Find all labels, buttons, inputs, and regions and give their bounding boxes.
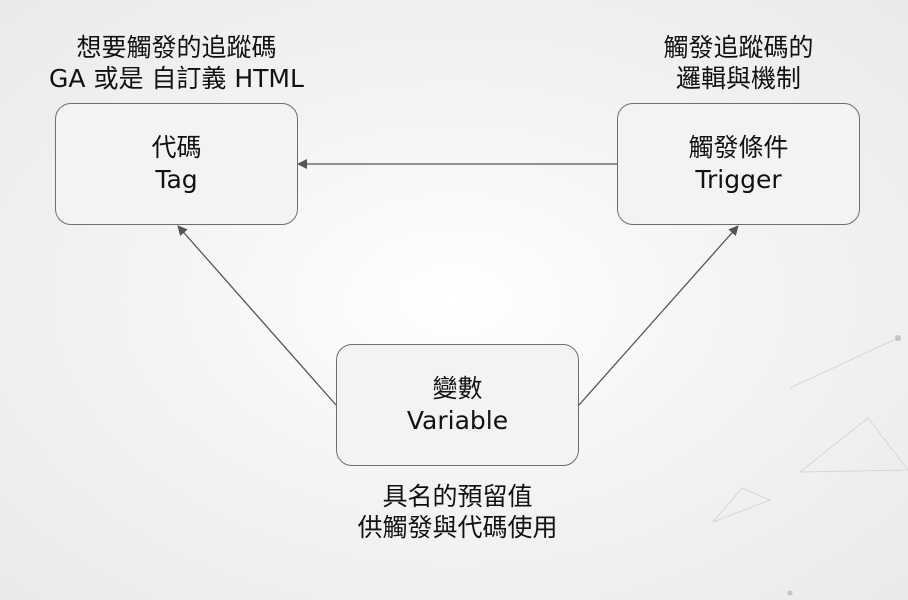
node-trigger-subtitle: Trigger bbox=[695, 165, 782, 194]
decor-triangle bbox=[712, 487, 772, 523]
node-variable-subtitle: Variable bbox=[406, 406, 509, 435]
arrow-variable-to-trigger bbox=[578, 225, 739, 406]
caption-variable-line1: 具名的預留值 bbox=[382, 482, 533, 511]
caption-variable-line2: 供觸發與代碼使用 bbox=[357, 513, 558, 542]
caption-trigger-line2: 邏輯與機制 bbox=[675, 64, 801, 93]
node-tag-subtitle: Tag bbox=[155, 165, 198, 194]
caption-tag: 想要觸發的追蹤碼 GA 或是 自訂義 HTML bbox=[25, 32, 328, 94]
node-variable-title: 變數 bbox=[432, 374, 483, 403]
caption-variable: 具名的預留值 供觸發與代碼使用 bbox=[306, 481, 609, 543]
decor-triangle bbox=[798, 417, 908, 473]
decor-dot bbox=[895, 335, 901, 341]
caption-tag-line1: 想要觸發的追蹤碼 bbox=[76, 33, 277, 62]
arrow-variable-to-tag bbox=[177, 225, 337, 406]
node-tag-title: 代碼 bbox=[151, 133, 202, 162]
caption-trigger: 觸發追蹤碼的 邏輯與機制 bbox=[587, 32, 890, 94]
node-variable: 變數 Variable bbox=[336, 344, 579, 466]
caption-tag-line2: GA 或是 自訂義 HTML bbox=[49, 64, 304, 93]
decor-dot bbox=[787, 590, 793, 596]
caption-trigger-line1: 觸發追蹤碼的 bbox=[663, 33, 814, 62]
node-trigger: 觸發條件 Trigger bbox=[617, 103, 860, 225]
decor-line bbox=[789, 337, 899, 389]
node-tag: 代碼 Tag bbox=[55, 103, 298, 225]
node-trigger-title: 觸發條件 bbox=[688, 133, 789, 162]
